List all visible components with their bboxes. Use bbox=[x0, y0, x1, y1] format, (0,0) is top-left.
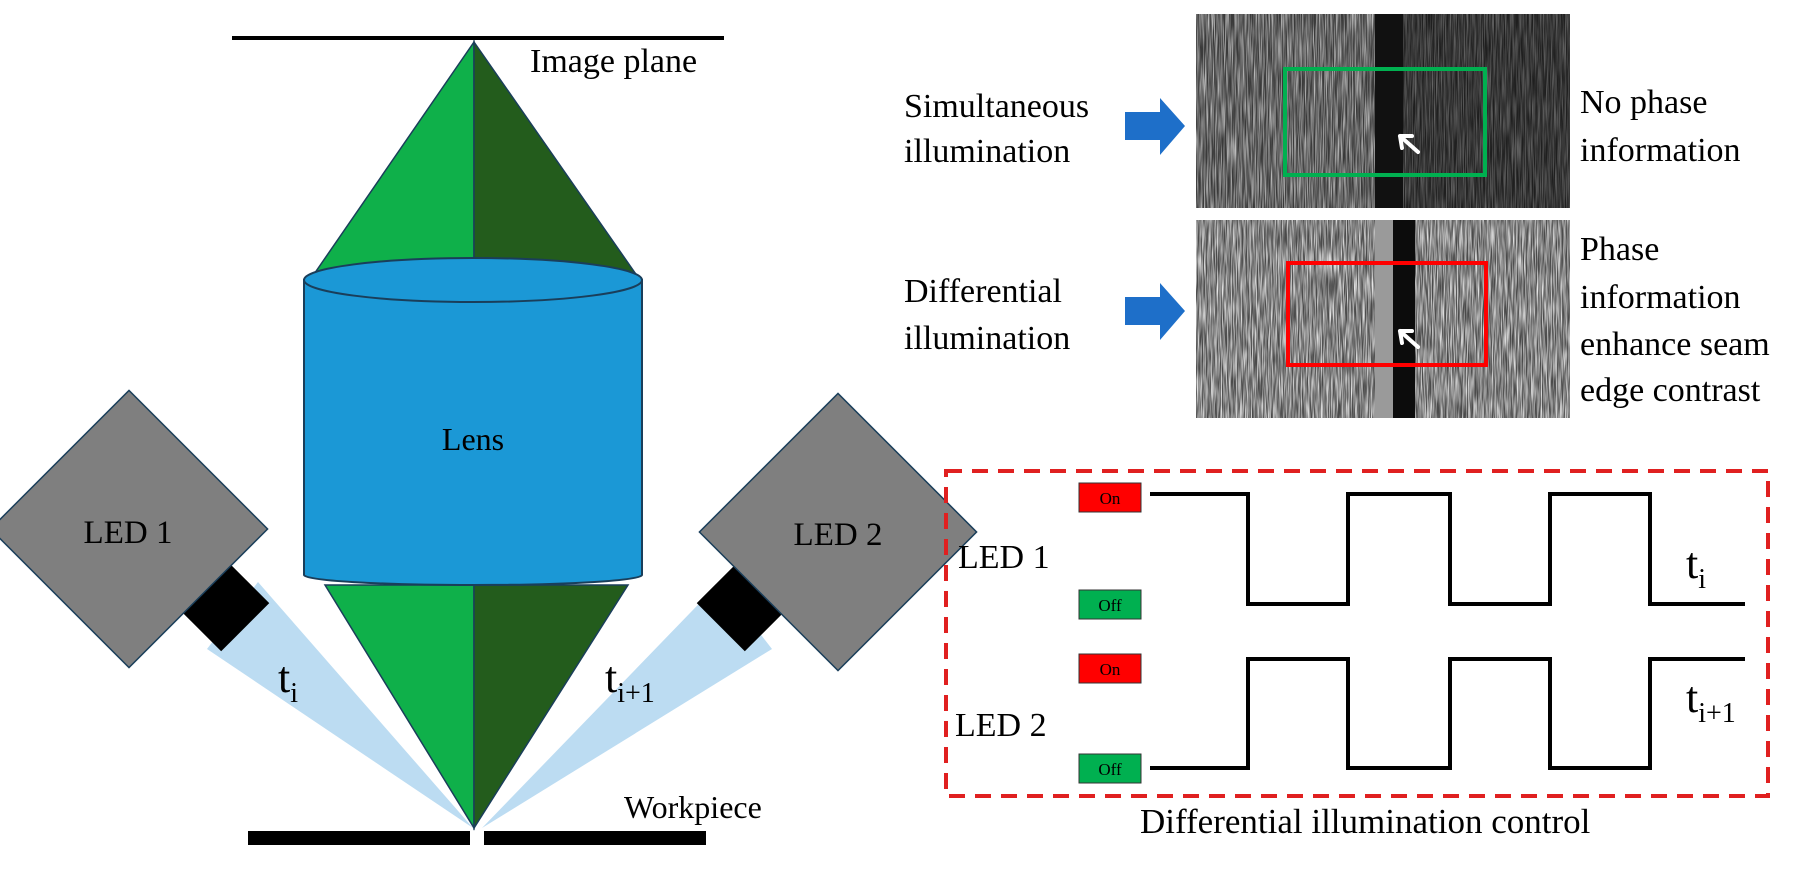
lens-label: Lens bbox=[442, 421, 504, 457]
led1-label: LED 1 bbox=[84, 515, 173, 551]
timing-t1-label: ti bbox=[1686, 539, 1706, 595]
led2-beam bbox=[482, 582, 772, 828]
led2-off-indicator bbox=[1078, 753, 1142, 784]
workpiece-right bbox=[484, 831, 706, 845]
led1-waveform bbox=[1150, 492, 1745, 606]
simultaneous-arrow-icon bbox=[1125, 98, 1185, 155]
differential-result-line1: Phase bbox=[1580, 231, 1659, 268]
upper-cone-left bbox=[308, 39, 475, 281]
led1-on-indicator bbox=[1078, 482, 1142, 513]
differential-label-line1: Differential bbox=[904, 273, 1062, 310]
differential-label-line2: illumination bbox=[904, 320, 1070, 357]
led1-beam bbox=[207, 582, 473, 828]
simultaneous-roi-box bbox=[1283, 67, 1487, 177]
illumination-comparison: Simultaneous illumination No phase infor… bbox=[904, 14, 1770, 418]
led1-on-label: On bbox=[1100, 489, 1121, 508]
workpiece-label: Workpiece bbox=[624, 789, 762, 825]
led2-nozzle bbox=[696, 560, 788, 652]
simultaneous-label-line1: Simultaneous bbox=[904, 88, 1089, 125]
beam1-time-label: ti bbox=[278, 653, 298, 709]
timing-caption: Differential illumination control bbox=[1140, 802, 1591, 841]
image-plane-label: Image plane bbox=[530, 43, 697, 80]
led1-off-label: Off bbox=[1098, 596, 1122, 615]
differential-result-line3: enhance seam bbox=[1580, 326, 1770, 363]
lower-cone-right bbox=[473, 584, 630, 831]
led2-source: LED 2 bbox=[696, 392, 978, 672]
beam2-time-label: ti+1 bbox=[605, 653, 655, 709]
lens: Lens bbox=[303, 257, 643, 586]
differential-roi-box bbox=[1286, 261, 1488, 367]
led2-waveform bbox=[1150, 657, 1745, 770]
led1-nozzle bbox=[178, 560, 270, 652]
timing-led2-label: LED 2 bbox=[955, 707, 1047, 744]
differential-result-line4: edge contrast bbox=[1580, 372, 1761, 409]
timing-t2-label: ti+1 bbox=[1686, 673, 1736, 729]
workpiece-left bbox=[248, 831, 470, 845]
simultaneous-result-line1: No phase bbox=[1580, 84, 1707, 121]
led2-on-label: On bbox=[1100, 660, 1121, 679]
differential-result-line2: information bbox=[1580, 279, 1741, 316]
led1-off-indicator bbox=[1078, 589, 1142, 620]
differential-image bbox=[1196, 220, 1570, 418]
optics-diagram: Image plane Lens LED 1 LED 2 ti bbox=[0, 36, 978, 845]
simultaneous-result-line2: information bbox=[1580, 132, 1741, 169]
led2-housing bbox=[698, 392, 978, 672]
differential-arrow-icon bbox=[1125, 283, 1185, 340]
timing-diagram: LED 1 LED 2 On Off On Off ti ti+1 Differ… bbox=[944, 469, 1770, 841]
led1-housing bbox=[0, 389, 269, 669]
led2-label: LED 2 bbox=[794, 517, 883, 553]
simultaneous-pointer-icon bbox=[1398, 134, 1420, 154]
led1-source: LED 1 bbox=[0, 389, 270, 669]
differential-pointer-icon bbox=[1398, 329, 1420, 349]
led2-on-indicator bbox=[1078, 653, 1142, 684]
simultaneous-image bbox=[1196, 14, 1570, 208]
simultaneous-label-line2: illumination bbox=[904, 133, 1070, 170]
timing-led1-label: LED 1 bbox=[958, 539, 1050, 576]
led2-off-label: Off bbox=[1098, 760, 1122, 779]
timing-frame bbox=[944, 469, 1770, 798]
